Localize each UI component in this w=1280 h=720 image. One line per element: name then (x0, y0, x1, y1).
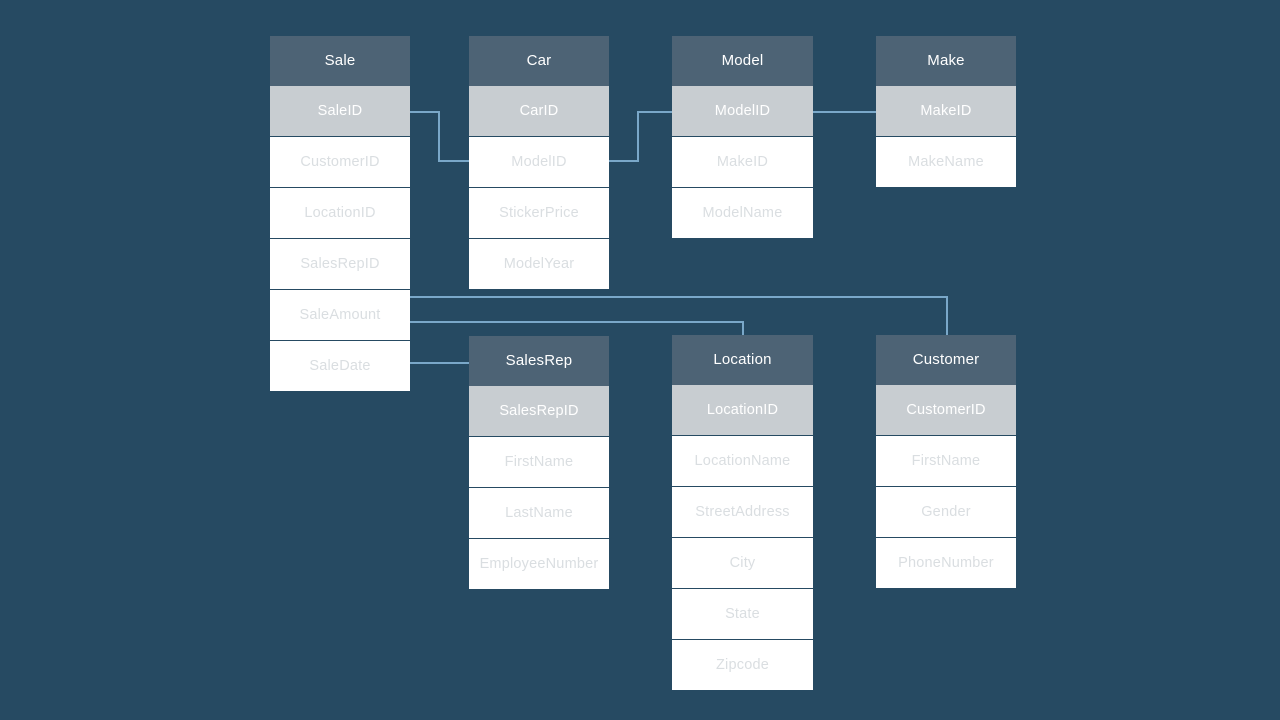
field-row-model[interactable]: MakeID (672, 137, 813, 187)
connector-sale-car-h2 (438, 160, 474, 162)
field-row-salesrep[interactable]: EmployeeNumber (469, 539, 609, 589)
field-row-make[interactable]: MakeName (876, 137, 1016, 187)
connector-sale-car-h1 (405, 111, 440, 113)
entity-title-salesrep: SalesRep (469, 336, 609, 386)
field-row-customer[interactable]: PhoneNumber (876, 538, 1016, 588)
connector-sale-customer-h (405, 296, 948, 298)
field-row-sale[interactable]: SaleAmount (270, 290, 410, 340)
connector-car-model-h1 (605, 160, 639, 162)
primary-key-row-model[interactable]: ModelID (672, 86, 813, 136)
connector-sale-location-h (405, 321, 744, 323)
connector-sale-customer-v (946, 296, 948, 339)
field-row-location[interactable]: City (672, 538, 813, 588)
field-row-location[interactable]: StreetAddress (672, 487, 813, 537)
primary-key-row-location[interactable]: LocationID (672, 385, 813, 435)
primary-key-row-car[interactable]: CarID (469, 86, 609, 136)
field-row-salesrep[interactable]: LastName (469, 488, 609, 538)
field-row-location[interactable]: Zipcode (672, 640, 813, 690)
entity-title-make: Make (876, 36, 1016, 86)
connector-sale-car-v (438, 111, 440, 162)
field-row-car[interactable]: StickerPrice (469, 188, 609, 238)
entity-title-customer: Customer (876, 335, 1016, 385)
connector-sale-location-v (742, 321, 744, 339)
field-row-sale[interactable]: SaleDate (270, 341, 410, 391)
field-row-car[interactable]: ModelYear (469, 239, 609, 289)
field-row-sale[interactable]: SalesRepID (270, 239, 410, 289)
connector-car-model-v (637, 111, 639, 162)
field-row-car[interactable]: ModelID (469, 137, 609, 187)
connector-sale-salesrep-h (405, 362, 473, 364)
entity-title-model: Model (672, 36, 813, 86)
field-row-location[interactable]: LocationName (672, 436, 813, 486)
primary-key-row-customer[interactable]: CustomerID (876, 385, 1016, 435)
connector-car-model-h2 (637, 111, 675, 113)
field-row-model[interactable]: ModelName (672, 188, 813, 238)
connector-model-make-h (809, 111, 879, 113)
primary-key-row-sale[interactable]: SaleID (270, 86, 410, 136)
entity-title-car: Car (469, 36, 609, 86)
field-row-sale[interactable]: CustomerID (270, 137, 410, 187)
field-row-salesrep[interactable]: FirstName (469, 437, 609, 487)
field-row-sale[interactable]: LocationID (270, 188, 410, 238)
entity-title-location: Location (672, 335, 813, 385)
field-row-customer[interactable]: Gender (876, 487, 1016, 537)
entity-title-sale: Sale (270, 36, 410, 86)
primary-key-row-salesrep[interactable]: SalesRepID (469, 386, 609, 436)
field-row-location[interactable]: State (672, 589, 813, 639)
field-row-customer[interactable]: FirstName (876, 436, 1016, 486)
primary-key-row-make[interactable]: MakeID (876, 86, 1016, 136)
